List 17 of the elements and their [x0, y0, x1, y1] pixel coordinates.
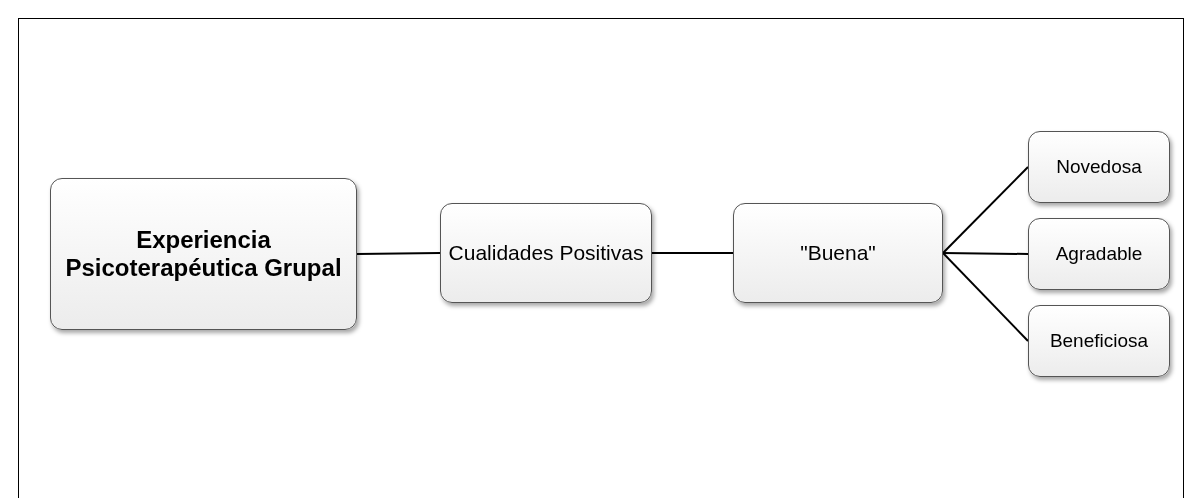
connector-line — [942, 252, 1029, 255]
node-label: "Buena" — [800, 240, 876, 266]
process-box — [1028, 305, 1170, 377]
connector-line — [651, 252, 734, 254]
process-box — [440, 203, 652, 303]
node-label: Novedosa — [1056, 156, 1142, 178]
process-box — [733, 203, 943, 303]
process-box — [1028, 218, 1170, 290]
node-label: Beneficiosa — [1049, 330, 1149, 352]
process-box — [1028, 131, 1170, 203]
node-label: Cualidades Positivas — [448, 240, 644, 266]
process-box — [50, 178, 357, 330]
node-label: Agradable — [1055, 243, 1143, 265]
node-label: Experiencia Psicoterapéutica Grupal — [64, 226, 343, 282]
connector-line — [942, 252, 1029, 342]
connector-line — [356, 252, 441, 255]
connector-line — [942, 166, 1029, 254]
